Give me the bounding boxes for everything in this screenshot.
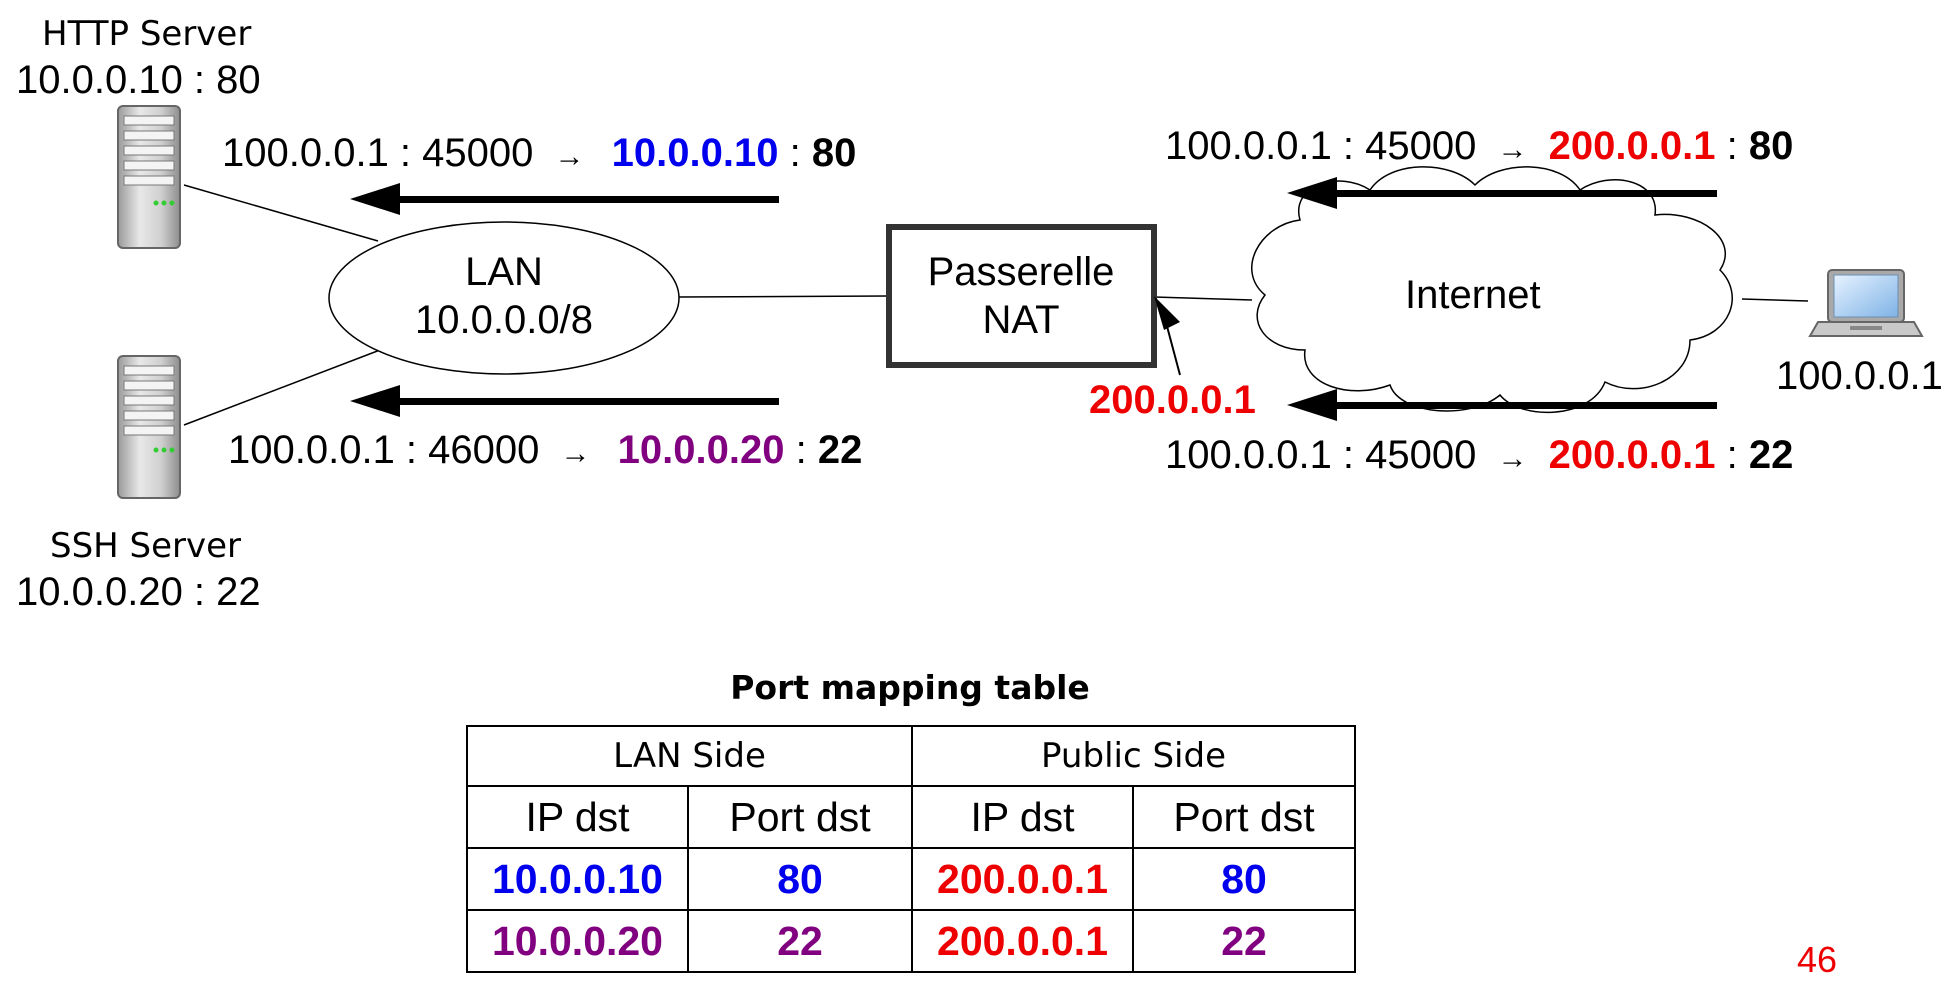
column-header: Port dst — [686, 785, 914, 849]
ssh-server-icon — [117, 355, 181, 499]
arrow-wan-http — [1287, 177, 1717, 209]
cell-lan-ip: 10.0.0.10 — [466, 847, 689, 911]
flow-src: 100.0.0.1 : 45000 — [1165, 433, 1477, 477]
flow-lan-http-label: 100.0.0.1 : 45000 → 10.0.0.10 : 80 — [222, 133, 856, 173]
flow-src: 100.0.0.1 : 45000 — [222, 131, 534, 175]
cell-lan-port: 22 — [686, 909, 914, 973]
http-server-name: HTTP Server — [42, 14, 252, 54]
link-http-lan — [183, 184, 379, 242]
nat-gateway-subtitle: NAT — [982, 298, 1060, 342]
internet-label: Internet — [1405, 273, 1541, 317]
column-header: Port dst — [1132, 785, 1357, 849]
ssh-server-name: SSH Server — [50, 526, 242, 566]
lan-label: LAN 10.0.0.0/8 — [415, 252, 593, 340]
flow-arrow-glyph: → — [554, 140, 585, 173]
flow-src: 100.0.0.1 : 45000 — [1165, 124, 1477, 168]
arrow-wan-ssh — [1287, 389, 1717, 421]
link-internet-client — [1741, 298, 1809, 302]
flow-dst-port: 80 — [1748, 124, 1794, 168]
laptop-icon — [1808, 269, 1924, 337]
link-nat-internet — [1153, 296, 1253, 301]
internet-cloud-icon — [1251, 166, 1733, 414]
column-header: IP dst — [911, 785, 1135, 849]
flow-sep: : — [795, 428, 807, 472]
flow-dst-ip: 10.0.0.20 — [617, 428, 785, 472]
flow-src: 100.0.0.1 : 46000 — [228, 428, 540, 472]
nat-gateway-box — [886, 224, 1157, 368]
cell-public-ip: 200.0.0.1 — [911, 909, 1135, 973]
nat-gateway-title: Passerelle — [927, 250, 1115, 294]
mapping-table-title: Port mapping table — [730, 668, 1090, 707]
flow-dst-port: 80 — [811, 131, 857, 175]
flow-wan-ssh-label: 100.0.0.1 : 45000 → 200.0.0.1 : 22 — [1165, 435, 1793, 475]
flow-sep: : — [1726, 433, 1738, 477]
slide-number: 46 — [1797, 939, 1838, 980]
flow-dst-ip: 10.0.0.10 — [611, 131, 779, 175]
lan-ellipse — [328, 221, 680, 375]
flow-dst-port: 22 — [1748, 433, 1794, 477]
flow-wan-http-label: 100.0.0.1 : 45000 → 200.0.0.1 : 80 — [1165, 126, 1793, 166]
cell-public-ip: 200.0.0.1 — [911, 847, 1135, 911]
arrow-lan-http — [350, 183, 779, 215]
table-row: 10.0.0.10 80 200.0.0.1 80 — [466, 847, 1357, 911]
public-ip-pointer-arrow — [1154, 296, 1181, 376]
flow-dst-ip: 200.0.0.1 — [1548, 124, 1716, 168]
cell-public-port: 80 — [1132, 847, 1357, 911]
table-group-header-row: LAN Side Public Side — [465, 725, 1357, 787]
lan-title: LAN — [465, 250, 543, 294]
flow-arrow-glyph: → — [1497, 133, 1528, 166]
port-mapping-table: LAN Side Public Side IP dst Port dst IP … — [465, 725, 1357, 973]
link-lan-nat — [678, 295, 890, 298]
group-header-lan: LAN Side — [465, 725, 914, 787]
http-server-address: 10.0.0.10 : 80 — [16, 58, 261, 102]
column-header: IP dst — [466, 785, 689, 849]
flow-lan-ssh-label: 100.0.0.1 : 46000 → 10.0.0.20 : 22 — [228, 430, 862, 470]
flow-dst-port: 22 — [817, 428, 863, 472]
flow-dst-ip: 200.0.0.1 — [1548, 433, 1716, 477]
nat-gateway-label: Passerelle NAT — [928, 252, 1115, 340]
link-ssh-lan — [183, 349, 381, 426]
arrow-lan-ssh — [350, 385, 779, 417]
http-server-icon — [117, 105, 181, 249]
nat-public-ip: 200.0.0.1 — [1089, 378, 1256, 422]
flow-arrow-glyph: → — [1497, 442, 1528, 475]
group-header-public: Public Side — [911, 725, 1357, 787]
cell-lan-port: 80 — [686, 847, 914, 911]
table-column-header-row: IP dst Port dst IP dst Port dst — [466, 785, 1357, 849]
flow-arrow-glyph: → — [560, 437, 591, 470]
cell-public-port: 22 — [1132, 909, 1357, 973]
cell-lan-ip: 10.0.0.20 — [466, 909, 689, 973]
flow-sep: : — [789, 131, 801, 175]
ssh-server-address: 10.0.0.20 : 22 — [16, 570, 261, 614]
lan-subnet: 10.0.0.0/8 — [415, 298, 593, 342]
table-row: 10.0.0.20 22 200.0.0.1 22 — [466, 909, 1357, 973]
flow-sep: : — [1726, 124, 1738, 168]
client-ip: 100.0.0.1 — [1776, 354, 1943, 398]
